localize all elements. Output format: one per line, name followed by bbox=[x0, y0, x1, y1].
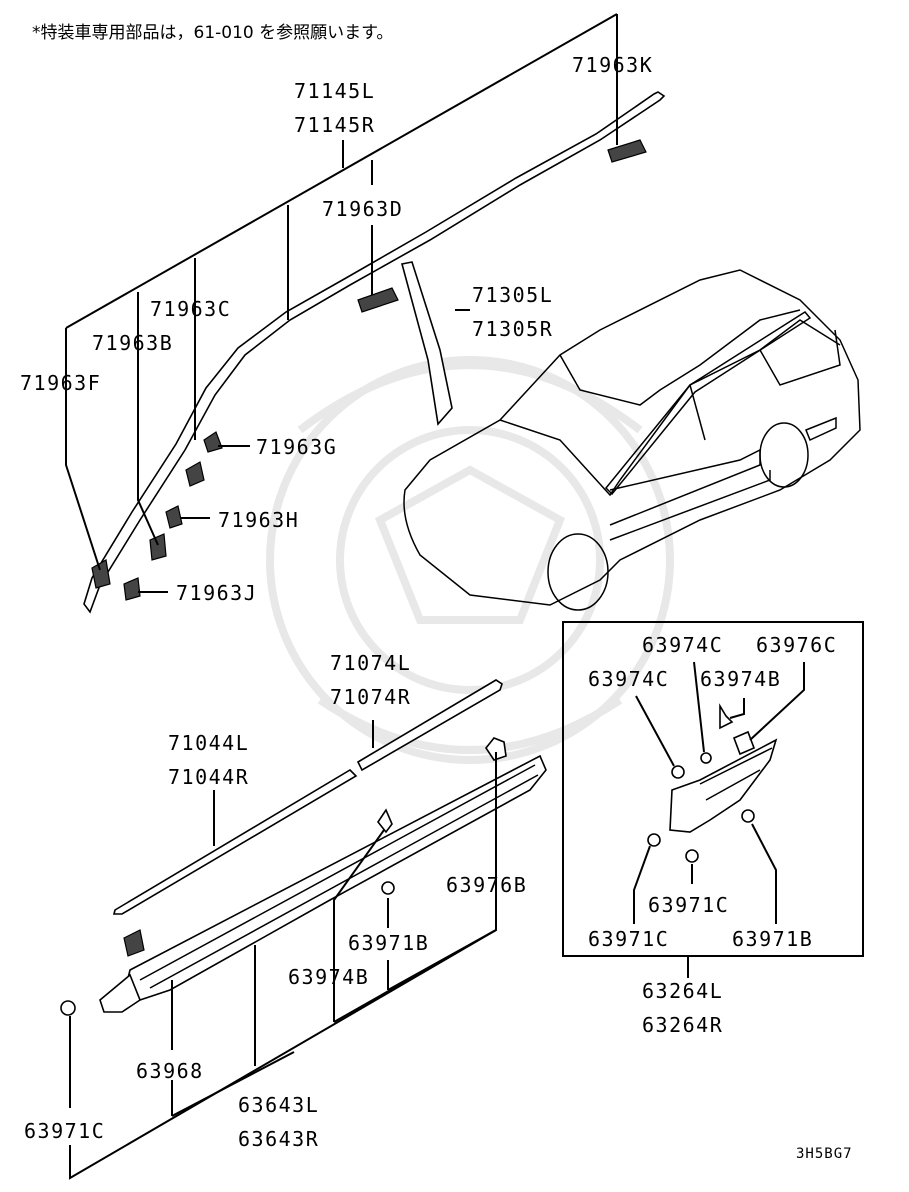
leader-63643-frame bbox=[69, 929, 497, 1180]
car-rear-flap bbox=[805, 416, 837, 442]
label-71044L: 71044L bbox=[168, 731, 249, 755]
label-inset-63971C-left: 63971C bbox=[588, 927, 669, 951]
clip-63974B bbox=[377, 808, 393, 834]
leader-63976C bbox=[749, 662, 805, 741]
leader-63974B bbox=[333, 829, 385, 1022]
label-71074R: 71074R bbox=[330, 685, 411, 709]
screw-63971C-b bbox=[685, 849, 699, 863]
car-roof-molding bbox=[604, 311, 812, 496]
label-71963G: 71963G bbox=[256, 435, 337, 459]
watermark-emblem bbox=[266, 356, 674, 764]
label-63971C: 63971C bbox=[24, 1119, 105, 1143]
car-rear-wheel bbox=[759, 422, 809, 488]
leader-63974C-a bbox=[635, 695, 675, 767]
leader-71963B bbox=[137, 292, 159, 546]
car-outline bbox=[403, 269, 861, 606]
screw-63971B-inset bbox=[741, 809, 755, 823]
pillar-trim-71305 bbox=[401, 261, 453, 426]
nut-63974C-a bbox=[671, 765, 685, 779]
inset-border bbox=[562, 621, 864, 957]
label-inset-63974C-top: 63974C bbox=[642, 633, 723, 657]
car-sill-line bbox=[609, 470, 771, 541]
clip-71963K bbox=[607, 139, 647, 163]
label-63643R: 63643R bbox=[238, 1127, 319, 1151]
leader-63971B-inset bbox=[751, 823, 777, 924]
clip-71963D bbox=[357, 287, 399, 313]
label-inset-63974C-left: 63974C bbox=[588, 667, 669, 691]
label-63264L: 63264L bbox=[642, 979, 723, 1003]
label-inset-63971B: 63971B bbox=[732, 927, 813, 951]
leader-63971C-a bbox=[633, 845, 651, 924]
label-63968: 63968 bbox=[136, 1059, 204, 1083]
label-inset-63974B: 63974B bbox=[700, 667, 781, 691]
label-71305R: 71305R bbox=[472, 317, 553, 341]
label-inset-63971C-mid: 63971C bbox=[648, 893, 729, 917]
mud-flap-63264 bbox=[669, 738, 778, 833]
label-71963B: 71963B bbox=[92, 331, 173, 355]
grommet-63976B bbox=[485, 737, 507, 761]
sill-end-cap-63968 bbox=[99, 973, 141, 1013]
leader-sill-lower bbox=[171, 1051, 295, 1117]
roof-molding-strip bbox=[83, 91, 666, 614]
clip-63974B-inset bbox=[719, 703, 734, 730]
leader-63974C-b bbox=[693, 661, 705, 753]
side-sill-group bbox=[60, 679, 547, 1180]
label-71963C: 71963C bbox=[150, 297, 231, 321]
label-71044R: 71044R bbox=[168, 765, 249, 789]
label-63976B: 63976B bbox=[446, 873, 527, 897]
car-front-wheel bbox=[547, 533, 609, 611]
label-71963K: 71963K bbox=[572, 53, 653, 77]
nut-63974C-b bbox=[700, 752, 712, 764]
grommet-63976C bbox=[732, 730, 756, 756]
screw-63971B bbox=[381, 881, 395, 895]
leader-63974B-inset bbox=[729, 698, 745, 719]
clip-71963F bbox=[91, 559, 111, 589]
car-illustration bbox=[403, 269, 861, 611]
roof-molding-group bbox=[65, 13, 666, 614]
car-hood-line bbox=[559, 309, 801, 406]
clip-71963H bbox=[165, 505, 183, 529]
door-molding-71074 bbox=[356, 679, 503, 772]
screw-63971C bbox=[60, 1000, 76, 1016]
label-63971B: 63971B bbox=[348, 931, 429, 955]
label-71963D: 71963D bbox=[322, 197, 403, 221]
label-71145R: 71145R bbox=[294, 113, 375, 137]
diagram-code: 3H5BG7 bbox=[796, 1146, 853, 1162]
clip-71963G bbox=[203, 431, 223, 453]
mud-flap-ribs bbox=[699, 747, 773, 801]
label-71145L: 71145L bbox=[294, 79, 375, 103]
inset-box-63264 bbox=[562, 621, 864, 978]
label-71305L: 71305L bbox=[472, 283, 553, 307]
clip-71963J bbox=[123, 577, 141, 601]
reference-note: *特装車専用部品は，61-010 を参照願います。 bbox=[32, 23, 393, 43]
label-71963H: 71963H bbox=[218, 508, 299, 532]
door-molding-71044 bbox=[112, 768, 358, 915]
label-inset-63976C: 63976C bbox=[756, 633, 837, 657]
car-door-molding bbox=[609, 448, 761, 526]
part-labels: 71963K 71145L 71145R 71963D 71963C 71963… bbox=[20, 53, 853, 1162]
car-window-line bbox=[499, 319, 841, 497]
label-63643L: 63643L bbox=[238, 1093, 319, 1117]
label-63974B: 63974B bbox=[288, 965, 369, 989]
leader-sill-mid bbox=[333, 929, 497, 1023]
label-71963J: 71963J bbox=[176, 581, 257, 605]
pillar-trim-group bbox=[401, 261, 470, 426]
label-71963F: 71963F bbox=[20, 371, 101, 395]
clip-71963C bbox=[185, 461, 205, 487]
clip-71963B bbox=[149, 533, 167, 561]
label-71074L: 71074L bbox=[330, 651, 411, 675]
clip-63968 bbox=[123, 929, 145, 957]
screw-63971C-a bbox=[647, 833, 661, 847]
leader-71145-frame bbox=[65, 13, 618, 329]
leader-71963F bbox=[65, 328, 101, 571]
label-63264R: 63264R bbox=[642, 1013, 723, 1037]
sill-garnish-ribs bbox=[139, 764, 539, 989]
